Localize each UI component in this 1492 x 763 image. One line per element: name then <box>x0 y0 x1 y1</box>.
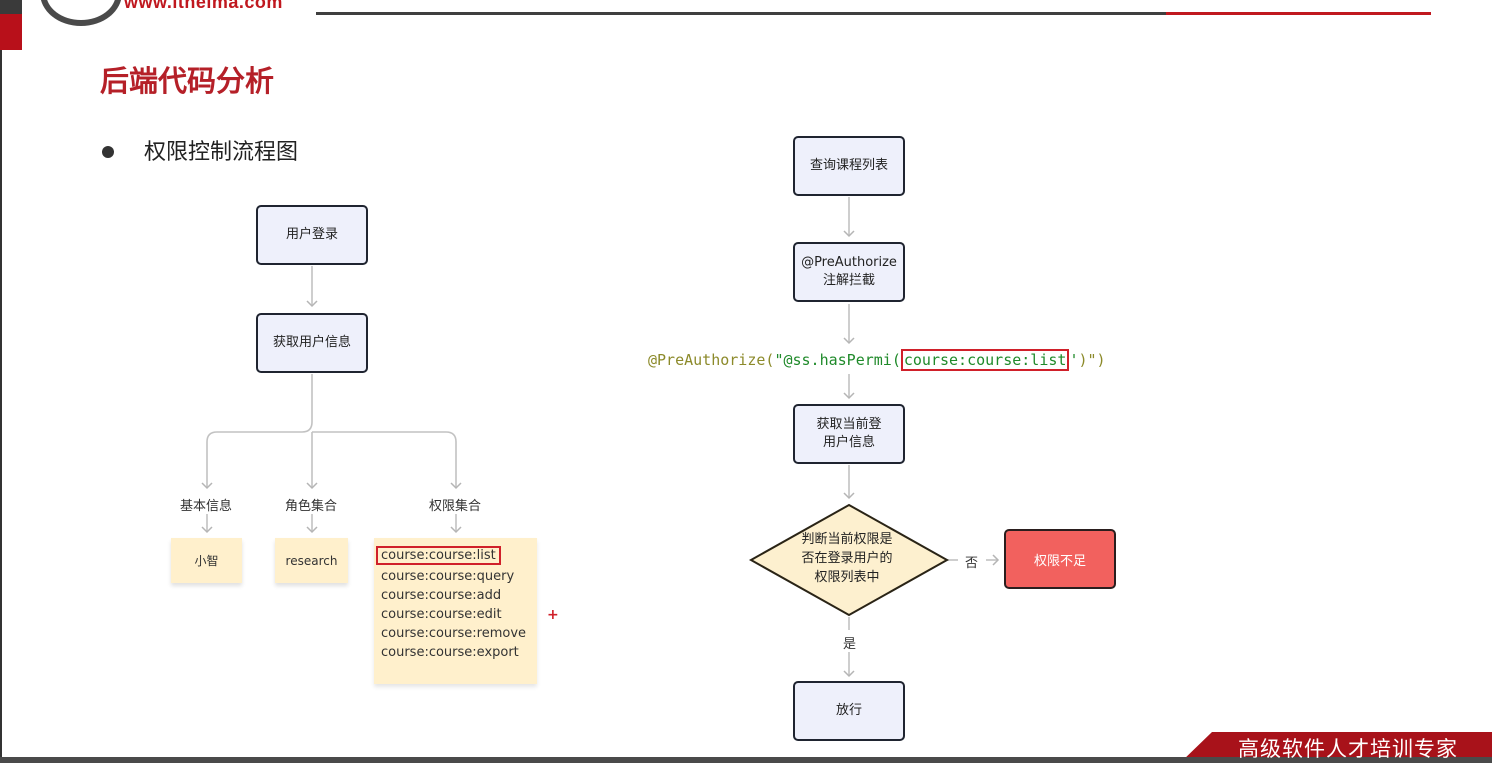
branch-roles: 角色集合 <box>285 499 338 514</box>
yes-label: 是 <box>843 637 857 652</box>
preauthorize-label-1: @PreAuthorize <box>801 255 897 270</box>
permission-item: course:course:edit <box>381 607 502 622</box>
get-user-info-node: 获取用户信息 <box>256 313 368 373</box>
role-note: research <box>275 538 348 583</box>
query-list-node: 查询课程列表 <box>793 136 905 196</box>
left-accent-dark <box>0 0 22 14</box>
decision-diamond <box>748 503 950 617</box>
basic-info-value: 小智 <box>194 554 219 568</box>
page-title: 后端代码分析 <box>100 64 275 98</box>
role-value: research <box>285 553 338 568</box>
decision-line-2: 否在登录用户的 <box>801 551 893 566</box>
annotation-prefix: @PreAuthorize( <box>648 351 775 369</box>
insufficient-node: 权限不足 <box>1004 529 1116 589</box>
permission-item-highlighted: course:course:list <box>376 546 501 565</box>
connector-branch-basic <box>201 374 313 490</box>
login-node-label: 用户登录 <box>285 227 338 242</box>
permission-item: course:course:add <box>381 588 502 603</box>
annotation-highlight: course:course:list <box>900 349 1070 371</box>
login-node: 用户登录 <box>256 205 368 265</box>
branch-permissions: 权限集合 <box>429 499 482 514</box>
permission-item: course:course:query <box>381 569 515 584</box>
footer-band <box>0 757 1492 763</box>
no-label: 否 <box>965 556 979 571</box>
annotation-string: "@ss.hasPermi( <box>774 351 901 369</box>
permission-item: course:course:export <box>381 645 519 660</box>
plus-icon: + <box>547 607 559 623</box>
allow-label: 放行 <box>835 703 862 718</box>
site-url: www.itheima.com <box>124 0 283 12</box>
left-accent-red <box>0 14 22 50</box>
decision-text: 判断当前权限是 否在登录用户的 权限列表中 <box>772 530 922 587</box>
basic-info-note: 小智 <box>171 538 242 583</box>
query-list-label: 查询课程列表 <box>809 158 888 173</box>
get-current-user-node: 获取当前登 用户信息 <box>793 404 905 464</box>
allow-node: 放行 <box>793 681 905 741</box>
get-user-info-label: 获取用户信息 <box>272 335 351 350</box>
connector-branch-perm <box>312 431 462 490</box>
get-current-user-label-1: 获取当前登 <box>816 417 882 432</box>
decision-line-3: 权限列表中 <box>814 570 880 585</box>
permission-item: course:course:remove <box>381 626 527 641</box>
slogan-band <box>1180 732 1492 763</box>
annotation-code: @PreAuthorize("@ss.hasPermi(course:cours… <box>648 349 1106 371</box>
annotation-closing: )") <box>1078 351 1106 369</box>
permission-note: course:course:list course:course:query c… <box>374 538 537 684</box>
branch-basic-info: 基本信息 <box>180 499 233 514</box>
preauthorize-node: @PreAuthorize 注解拦截 <box>793 242 905 302</box>
bullet-icon <box>102 146 114 158</box>
preauthorize-label-2: 注解拦截 <box>822 273 875 288</box>
get-current-user-label-2: 用户信息 <box>822 435 875 450</box>
header-divider <box>316 12 1166 15</box>
header-divider-accent <box>1166 12 1431 15</box>
insufficient-label: 权限不足 <box>1033 553 1086 569</box>
bullet-text: 权限控制流程图 <box>144 140 299 165</box>
annotation-quote: ' <box>1069 351 1079 369</box>
footer-slogan: 高级软件人才培训专家 <box>1238 737 1458 761</box>
left-edge-line <box>0 50 2 763</box>
decision-line-1: 判断当前权限是 <box>801 532 893 547</box>
